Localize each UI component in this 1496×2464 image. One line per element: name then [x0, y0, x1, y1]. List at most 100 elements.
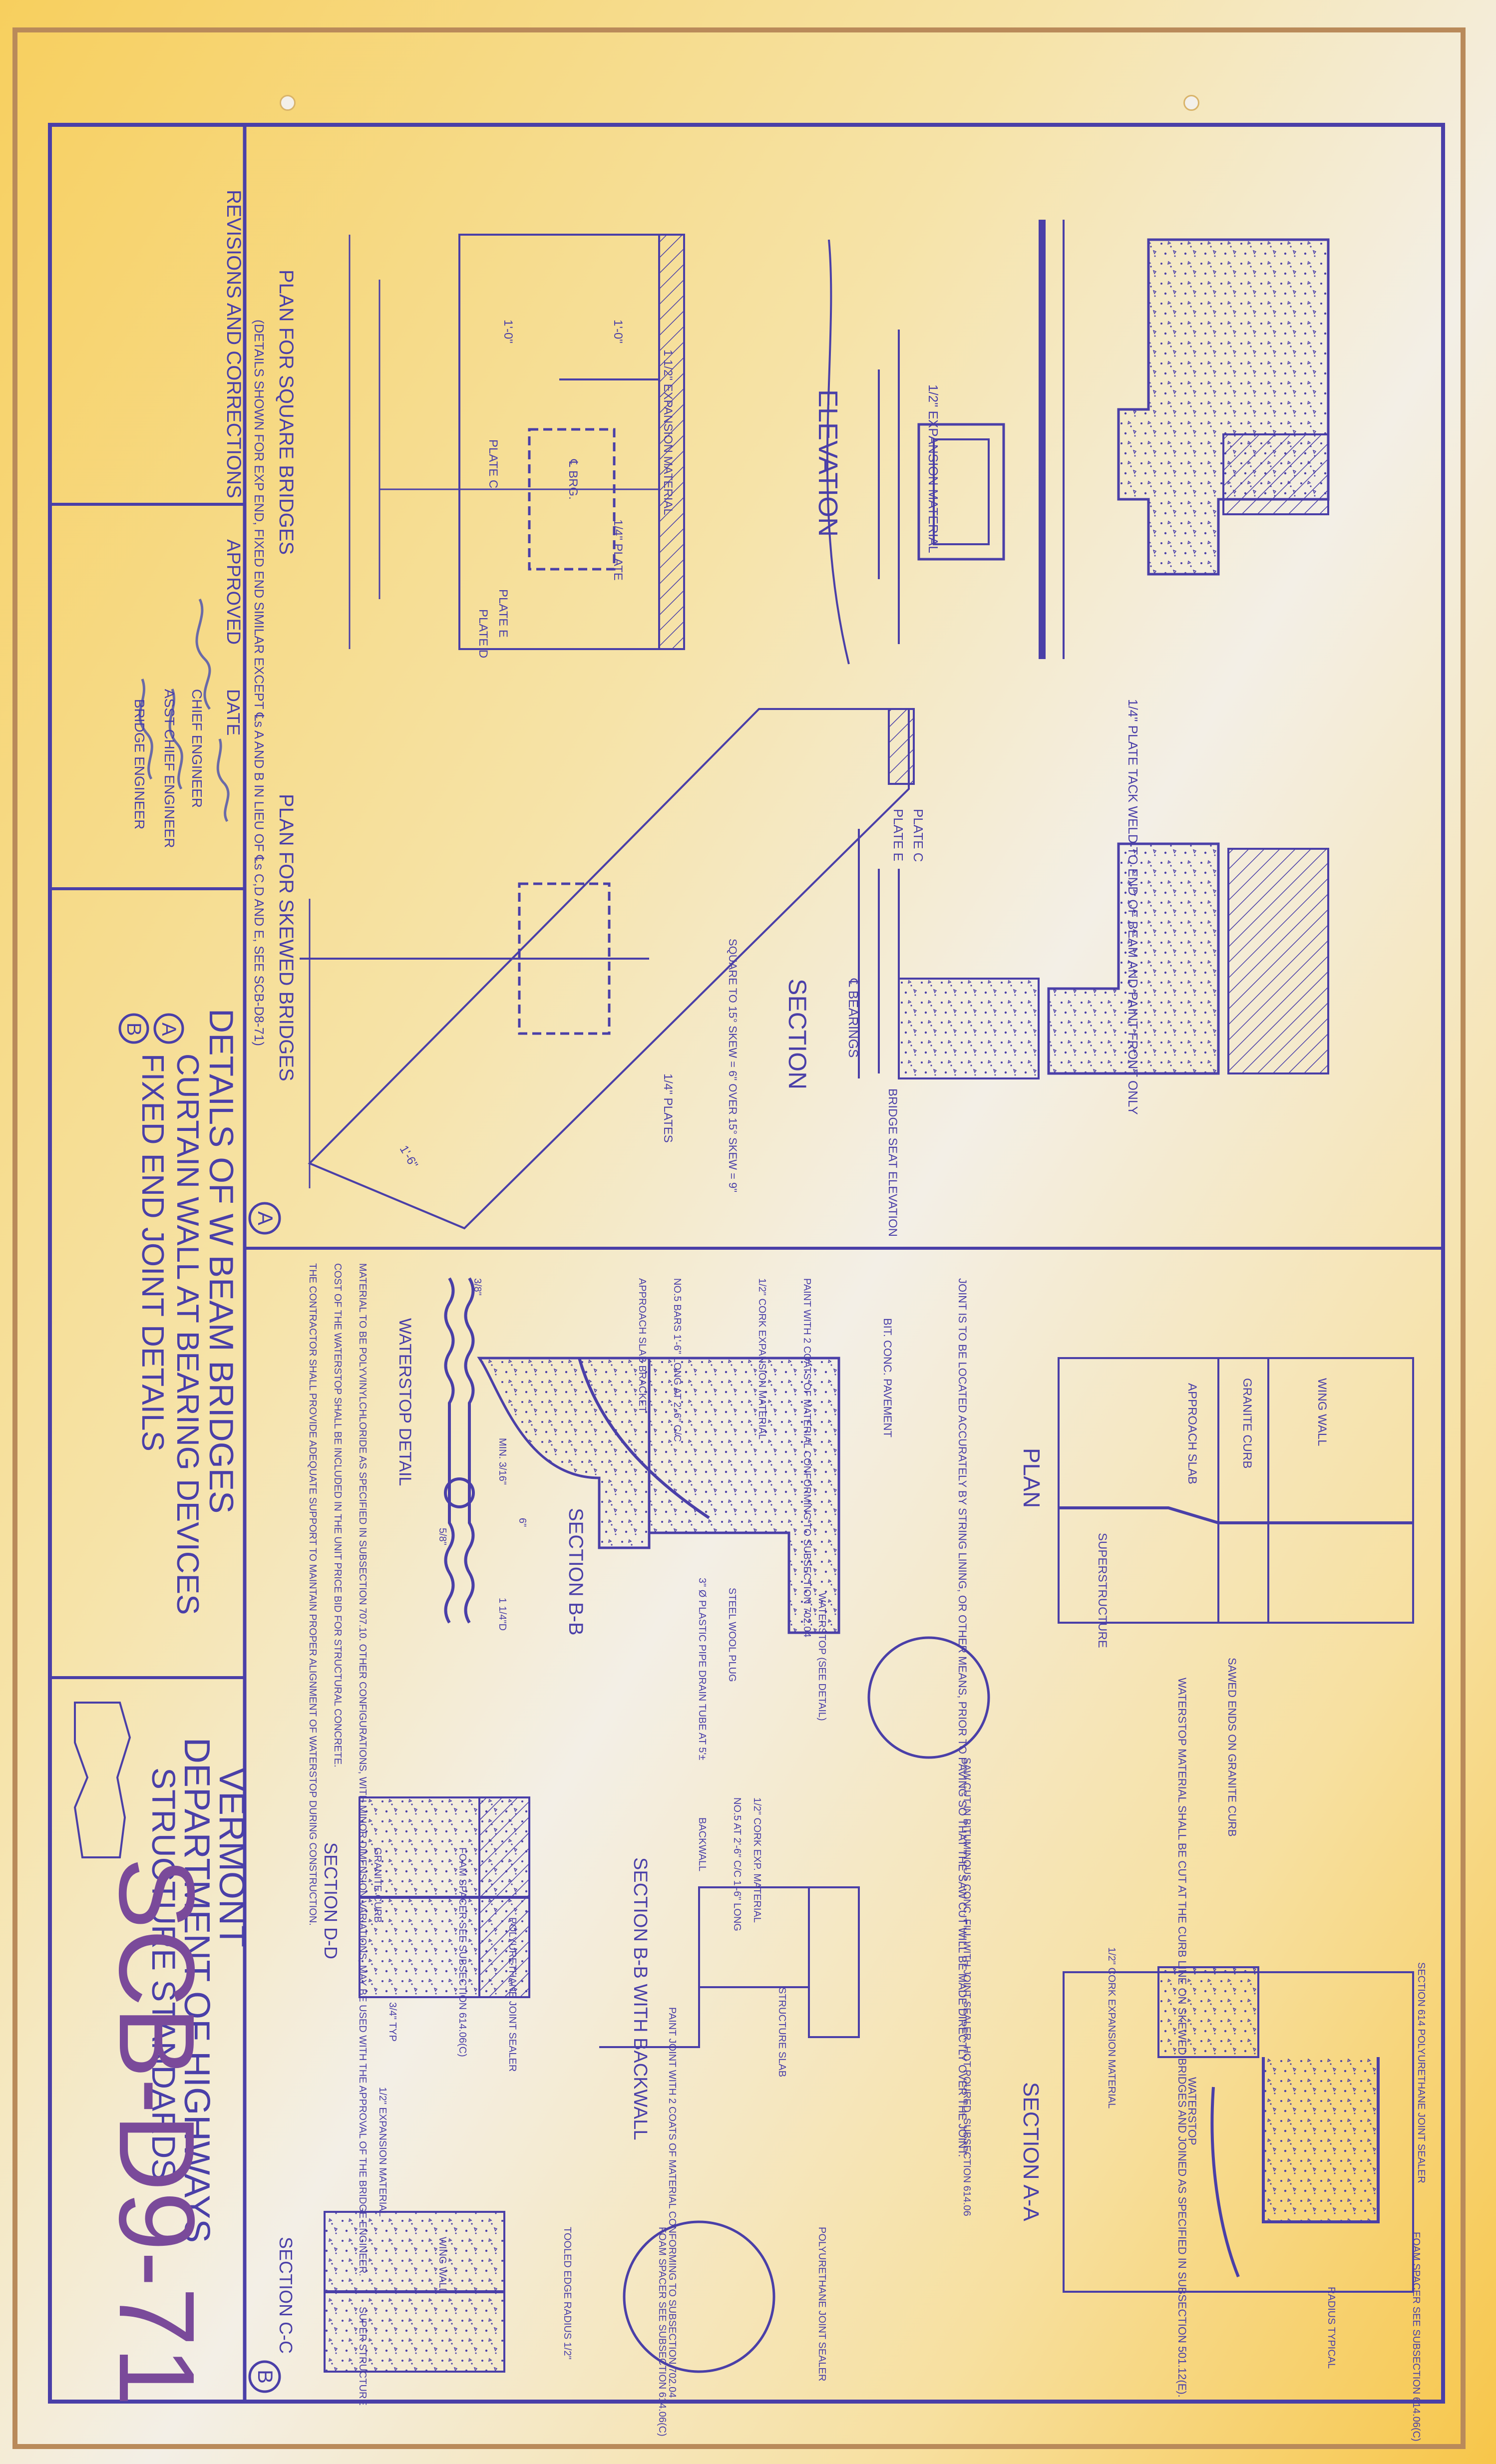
- label-saw-cut: SAW CUT IN BITUMINOUS CONC. FILL WITH JO…: [961, 1758, 972, 2216]
- org-department: DEPARTMENT OF HIGHWAYS: [177, 1738, 217, 2243]
- section-bb-title: SECTION B-B: [565, 1508, 587, 1636]
- label-bearings: ℄ BEARINGS: [846, 978, 861, 1057]
- plan-b-title: PLAN: [1019, 1448, 1045, 1508]
- section-aa-view: SECTION A-A SECTION 614 POLYURETHANE JOI…: [1019, 1947, 1427, 2442]
- drawing-title-item-a: CURTAIN WALL AT BEARING DEVICES: [170, 1054, 205, 1615]
- panel-b-marker-circle: [248, 2360, 281, 2393]
- label-expansion-1half: 1 1/2" EXPANSION MATERIAL: [661, 350, 675, 515]
- elevation-bearing: [917, 423, 1005, 561]
- section-cc-title: SECTION C-C: [276, 2237, 296, 2354]
- waterstop-profile-bottom: [464, 1277, 475, 1624]
- backwall-wall: [599, 1987, 700, 2048]
- section-bb-waterstop: [578, 1358, 710, 1519]
- plan-skewed-bearing: [518, 882, 611, 1035]
- label-granite-curb: GRANITE CURB: [1240, 1378, 1254, 1468]
- label-approach-bracket: APPROACH SLAB BRACKET: [637, 1278, 648, 1412]
- label-one-foot-1: 1'-0": [501, 320, 515, 344]
- label-paint-note-2: PAINT JOINT WITH 2 COATS OF MATERIAL CON…: [667, 2007, 678, 2398]
- waterstop-support-note: THE CONTRACTOR SHALL PROVIDE ADEQUATE SU…: [307, 1263, 318, 1926]
- revisions-label: REVISIONS AND CORRECTIONS: [223, 190, 245, 498]
- label-approach-slab: APPROACH SLAB: [1185, 1383, 1199, 1484]
- panel-a-marker: A: [254, 1211, 277, 1225]
- section-aa-box: [1063, 1971, 1414, 2293]
- waterstop-detail: WATERSTOP DETAIL MIN. 3/16" 3/8" 5/8" 6"…: [307, 1263, 528, 2276]
- label-one-foot-2: 1'-0": [611, 320, 625, 344]
- label-polyurethane-cc: POLYURETHANE JOINT SEALER: [816, 2227, 827, 2381]
- section-aa-title: SECTION A-A: [1019, 2082, 1043, 2221]
- label-granite-curb-dd: GRANITE CURB: [372, 1847, 383, 1923]
- label-foam-spacer-cc: FOAM SPACER SEE SUBSECTION 614.06(C): [657, 2227, 668, 2437]
- item-b-circle: [118, 1013, 149, 1044]
- plan-b-view: PLAN WING WALL GRANITE CURB APPROACH SLA…: [956, 1278, 1414, 2398]
- elevation-hatched-block: [1222, 433, 1329, 515]
- panel-b: B PLAN WING WALL GRANITE CURB APPROACH S…: [248, 1263, 1427, 2442]
- waterstop-profile-top: [444, 1277, 455, 1624]
- plan-skewed-wall: [888, 708, 915, 785]
- label-plate-d: PLATE D: [476, 609, 490, 658]
- label-wing-wall-cc: WING WALL: [437, 2237, 448, 2294]
- label-tooled-edge: TOOLED EDGE RADIUS 1/2": [562, 2227, 573, 2360]
- section-cc-view: SECTION C-C 1/2" EXPANSION MATERIAL WING…: [276, 2087, 827, 2437]
- label-structure-slab: STRUCTURE SLAB: [776, 1987, 787, 2077]
- section-dd-title: SECTION D-D: [321, 1842, 341, 1959]
- label-skew-note: SQUARE TO 15° SKEW = 6" OVER 15° SKEW = …: [727, 939, 739, 1192]
- plan-square-wall: [658, 234, 685, 650]
- vermont-state-outline: [73, 1702, 131, 1858]
- waterstop-title: WATERSTOP DETAIL: [395, 1318, 414, 1486]
- label-quarter-plates: 1/4" PLATES: [661, 1073, 675, 1143]
- sheet-edge: [12, 27, 1466, 2449]
- elevation-title: ELEVATION: [813, 389, 843, 537]
- label-sawed-ends: SAWED ENDS ON GRANITE CURB: [1226, 1658, 1238, 1837]
- label-cork-expansion-b: 1/2" CORK EXPANSION MATERIAL: [756, 1278, 767, 1439]
- label-three-quarter-typ: 3/4" TYP: [387, 2002, 398, 2042]
- label-foam-spacer-dd: FOAM SPACER SEE SUBSECTION 614.06(C): [457, 1847, 468, 2057]
- item-b-marker: B: [123, 1023, 145, 1036]
- label-waterstop-aa: WATERSTOP: [1186, 2077, 1198, 2145]
- signature-date: [216, 738, 230, 822]
- elevation-expansion-line: [878, 330, 900, 644]
- waterstop-spec-note: MATERIAL TO BE POLYVINYLCHLORIDE AS SPEC…: [357, 1263, 368, 2276]
- label-bars-note: NO.5 BARS 1'-6" LONG AT 2'-6" C/C: [672, 1278, 683, 1442]
- label-three-eighth: 3/8": [472, 1278, 483, 1296]
- section-bb-view: SECTION B-B BIT. CONC. PAVEMENT PAINT WI…: [477, 1278, 990, 2216]
- item-a-marker: A: [158, 1023, 180, 1036]
- section-aa-curb: [1262, 2057, 1380, 2223]
- section-plates: [858, 829, 900, 1078]
- section-title: SECTION: [783, 979, 811, 1089]
- section-hatched-block: [1227, 848, 1329, 1074]
- label-plate-c: PLATE C: [911, 809, 926, 862]
- asst-chief-engineer-label: ASST CHIEF ENGINEER: [162, 689, 177, 848]
- date-label: DATE: [223, 689, 244, 735]
- section-cc-detail-circle: [623, 2220, 775, 2373]
- label-plate-e-sq: PLATE E: [496, 589, 510, 638]
- section-base: [898, 978, 1040, 1079]
- section-bb-backwall-view: SECTION B-B WITH BACKWALL 1/2" CORK EXP.…: [599, 1797, 860, 2398]
- label-cork-exp: 1/2" CORK EXP. MATERIAL: [751, 1797, 762, 1923]
- drawing-title-item-b: FIXED END JOINT DETAILS: [135, 1054, 170, 1451]
- section-bb-wall: [477, 1357, 651, 1549]
- signature-bridge: [138, 679, 153, 780]
- plan-square-bearing: [528, 428, 616, 571]
- label-brg: ℄ BRG.: [566, 459, 580, 500]
- chief-engineer-label: CHIEF ENGINEER: [189, 689, 205, 808]
- label-plate-c-sq: PLATE C: [486, 439, 500, 488]
- label-steel-wool: STEEL WOOL PLUG: [727, 1588, 738, 1682]
- label-quarter-plate: 1/4" PLATE: [611, 519, 625, 581]
- label-expansion-half: 1/2" EXPANSION MATERIAL: [926, 384, 941, 553]
- backwall-structure: [698, 1886, 810, 1988]
- label-six-in: 6": [517, 1518, 528, 1527]
- label-super-structure-cc: SUPER STRUCTURE: [357, 2307, 368, 2406]
- drawing-title-line1: DETAILS OF W BEAM BRIDGES: [202, 1009, 240, 1513]
- section-concrete-left: [1047, 842, 1220, 1075]
- org-structure-standards: STRUCTURE STANDARDS: [145, 1767, 182, 2180]
- label-plate-e: PLATE E: [891, 809, 906, 861]
- drawing-number: SCB-D9-71: [97, 1857, 217, 2406]
- plan-b-joint: [1059, 1506, 1413, 1524]
- label-bridge-seat: BRIDGE SEAT ELEVATION: [886, 1088, 899, 1237]
- label-foam-spacer: FOAM SPACER SEE SUBSECTION 614.06(C): [1411, 2232, 1422, 2442]
- org-vermont: VERMONT: [212, 1767, 252, 1947]
- label-one-quarter-d: 1 1/4"D: [497, 1598, 508, 1631]
- label-bit-conc: BIT. CONC. PAVEMENT: [881, 1318, 894, 1437]
- section-aa-waterstop: [1210, 2087, 1240, 2278]
